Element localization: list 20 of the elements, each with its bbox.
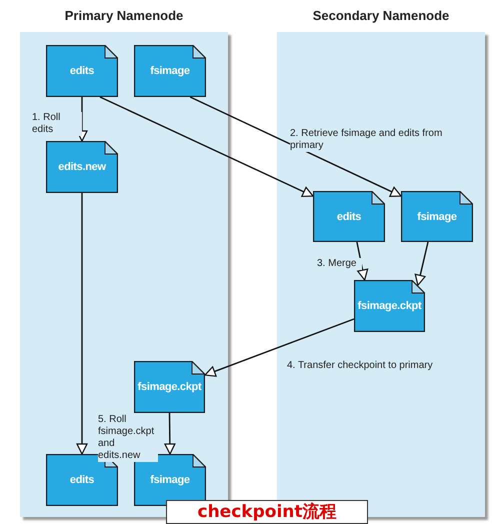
document-shape: fsimage (401, 191, 473, 242)
document-shape: fsimage.ckpt (134, 361, 205, 413)
panel-heading: Secondary Namenode (312, 8, 450, 23)
edge-label: 1. Roll edits (32, 112, 82, 136)
document-shape: fsimage (134, 45, 206, 97)
arrow (190, 96, 402, 197)
document-shape: edits.new (46, 141, 118, 193)
document-shape: edits (46, 45, 118, 97)
panel-heading: Primary Namenode (64, 8, 184, 23)
edge-label: 3. Merge (317, 258, 362, 270)
arrow (100, 96, 314, 198)
document-shape: fsimage.ckpt (354, 280, 425, 332)
arrow (164, 413, 176, 455)
arrow (76, 97, 88, 142)
arrow (76, 193, 88, 455)
document-shape: edits (313, 191, 385, 242)
arrow (204, 318, 354, 377)
edge-label: 5. Roll fsimage.ckpt and edits.new (98, 414, 158, 462)
caption: checkpoint流程 (166, 500, 368, 524)
arrow (414, 242, 429, 286)
